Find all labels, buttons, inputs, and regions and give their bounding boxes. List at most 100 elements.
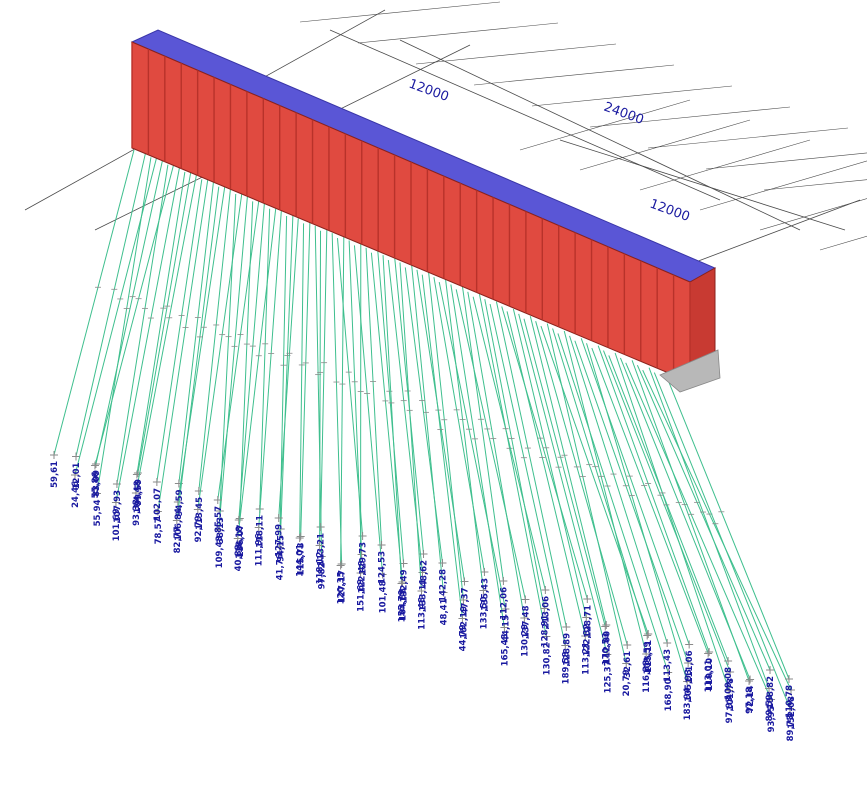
pile-line [320, 228, 328, 528]
pile-line [512, 308, 587, 618]
pile-load-label: 104,48 [133, 480, 143, 513]
pile-load-label: 47,37 [460, 587, 470, 614]
pile-line [314, 225, 323, 557]
grid-line [415, 43, 617, 65]
pile-load-label: 162,19 [459, 606, 469, 639]
pile-line [331, 233, 343, 565]
pile-load-label: 82,77 [173, 526, 183, 553]
pile-line [472, 296, 546, 591]
pile-line [116, 164, 169, 485]
pile-load-label: 109,08 [724, 667, 734, 700]
pile-load-label: 93,33 [132, 499, 142, 526]
pile-load-label: 110,78 [785, 685, 795, 718]
pile-load-label: 104,88 [399, 588, 409, 621]
pile-load-label: 20,79 [622, 669, 632, 696]
pile-line [156, 179, 203, 483]
pile-line [94, 162, 175, 466]
pile-load-label: 105,93 [684, 669, 694, 702]
grid-line [559, 139, 846, 231]
pile-line [411, 264, 444, 593]
pile-line [450, 284, 505, 628]
pile-load-label: 113,21 [581, 642, 591, 675]
pile-line [580, 338, 690, 645]
pile-line [529, 316, 607, 626]
pile-load-label: 151,69 [357, 579, 367, 612]
pile-line [399, 262, 422, 592]
pile-load-label: 109,59 [643, 641, 653, 674]
pile-line [96, 157, 152, 494]
pile-line [608, 355, 729, 662]
pile-load-label: 111,96 [255, 533, 265, 566]
pile-load-label: 120,35 [337, 571, 347, 604]
pile-load-label: 55,94 [93, 499, 103, 526]
pile-load-label: 111,06 [685, 650, 695, 683]
pile-line [455, 289, 526, 600]
pile-line [506, 311, 586, 637]
pile-load-label: 93,95 [767, 705, 777, 732]
pile-line [278, 218, 299, 519]
pile-line [340, 235, 345, 566]
pile-load-label: 118,18 [235, 526, 245, 559]
pile-line [178, 181, 214, 484]
pile-line [462, 286, 504, 582]
pile-line [259, 208, 271, 510]
pile-load-label: 109,43 [215, 535, 225, 568]
pile-load-label: 127,99 [275, 524, 285, 557]
pile-line [157, 176, 209, 512]
pile-line [198, 189, 231, 492]
grid-line [589, 106, 791, 128]
pile-load-label: 110,10 [705, 658, 715, 691]
pile-line [489, 303, 566, 646]
pile-load-label: 113,48 [418, 597, 428, 630]
pile-load-label: 128,89 [562, 633, 572, 666]
pile-line [597, 345, 710, 653]
pile-load-label: 78,57 [154, 517, 164, 544]
pile-load-label: 183,94 [683, 687, 693, 720]
pile-line [523, 318, 606, 627]
pile-load-label: 32,61 [623, 651, 633, 678]
pile-line [404, 267, 443, 564]
pile-load-label: 113,43 [663, 649, 673, 682]
pile-line [217, 198, 260, 501]
pile-load-label: 155,79 [398, 589, 408, 622]
pile-load-label: 115,11 [644, 640, 654, 673]
pile-load-label: 213,06 [541, 596, 551, 629]
grid-line [705, 152, 867, 170]
ground-grid [24, 1, 867, 301]
pile-line [319, 230, 322, 546]
grid-line [763, 179, 867, 191]
pile-line [591, 347, 709, 654]
pile-cap-underside [659, 349, 721, 393]
grid-line [579, 119, 751, 171]
pile-line [642, 369, 792, 691]
pile-load-label: 168,90 [664, 678, 674, 711]
pile-load-label: 24,46 [71, 481, 81, 508]
pile-load-label: 122,48 [358, 560, 368, 593]
pile-line [348, 240, 363, 555]
pile-line [665, 374, 790, 680]
pile-line [53, 149, 135, 456]
pile-line [136, 171, 186, 475]
pile-load-label: 135,43 [480, 578, 490, 611]
pile-load-label: 133,50 [479, 596, 489, 629]
pile-line [370, 252, 404, 583]
pile-line [135, 174, 198, 494]
pile-load-label: 99,59 [134, 479, 144, 506]
pile-load-label: 101,69 [112, 508, 122, 541]
pile-line [238, 203, 265, 521]
pile-line [557, 333, 669, 673]
pile-load-label: 112,06 [499, 587, 509, 620]
pile-load-label: 132,49 [400, 569, 410, 602]
pile-load-label: 89,59 [765, 694, 775, 721]
pile-load-label: 115,73 [297, 542, 307, 575]
pile-line [433, 277, 485, 573]
pile-line [495, 301, 567, 628]
grid-line [699, 160, 867, 211]
pile-line [218, 196, 248, 530]
pile-load-label: 48,41 [439, 598, 449, 625]
pile-line [365, 247, 383, 546]
pile-group [50, 149, 796, 713]
pile-line [648, 367, 770, 689]
pile-line [299, 223, 305, 539]
